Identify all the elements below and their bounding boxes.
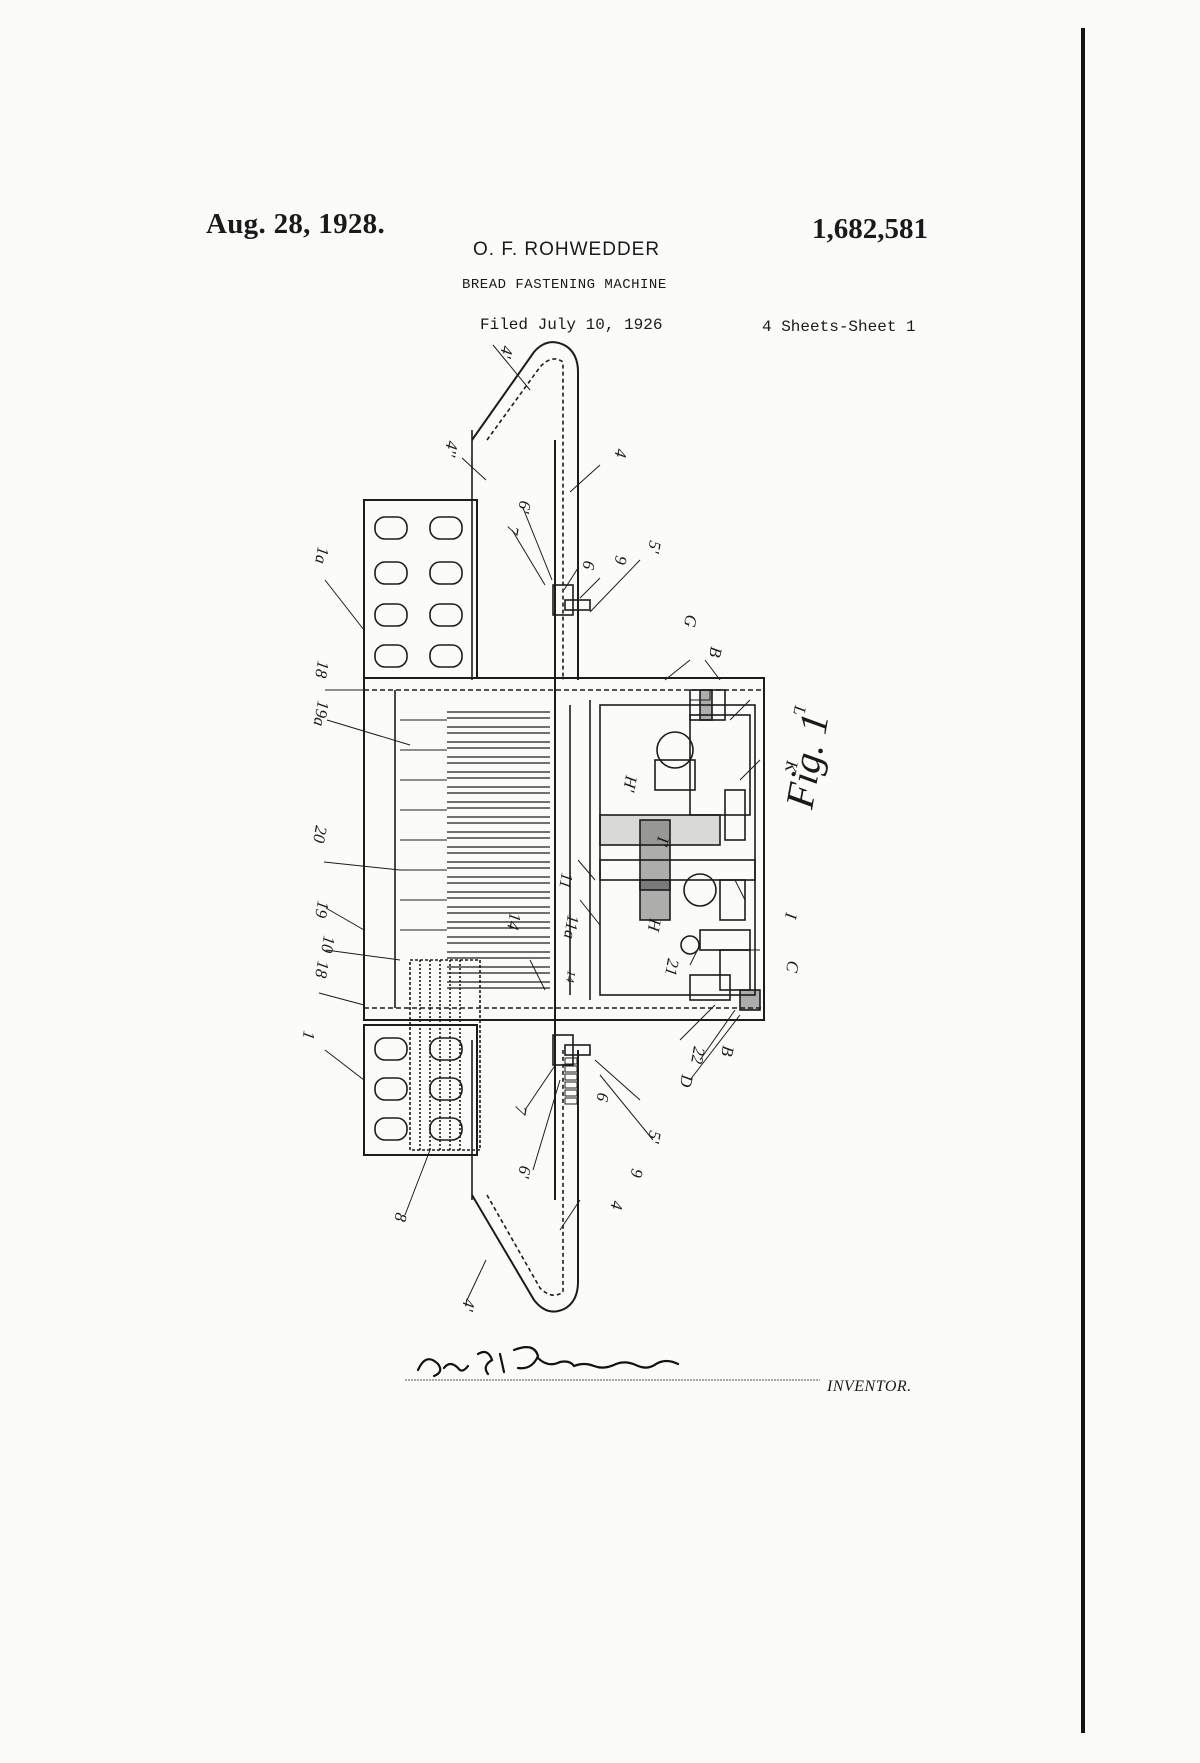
ref-11: 11 — [555, 871, 576, 890]
ref-C: C — [782, 959, 803, 974]
ref-1a: 1a — [311, 545, 333, 565]
ref-6-prime-bottom: 6' — [514, 1164, 535, 1180]
ref-9-top: 9 — [610, 554, 630, 566]
ref-18-bottom: 18 — [311, 959, 333, 980]
inventor-signature — [416, 1345, 680, 1378]
ref-20: 20 — [309, 824, 331, 845]
ref-4-double-prime: 4'' — [440, 439, 462, 458]
ref-B-top: B — [705, 645, 726, 659]
ref-9-bottom: 9 — [626, 1167, 646, 1179]
ref-D: D — [676, 1072, 697, 1089]
inventor-label: INVENTOR. — [827, 1378, 912, 1395]
ref-7-top: 7 — [502, 524, 522, 537]
ref-H: H — [644, 916, 665, 934]
ref-6-top: 6 — [578, 559, 598, 571]
ref-B-bottom: B — [717, 1044, 738, 1058]
ref-4-prime-top: 4' — [496, 344, 517, 360]
blade-bank — [447, 711, 550, 989]
main-frame — [363, 677, 765, 1021]
ref-19: 19 — [311, 899, 333, 920]
scan-edge-rule — [1081, 28, 1085, 1733]
ref-4-bottom: 4 — [606, 1199, 626, 1211]
ref-G: G — [680, 613, 701, 628]
ref-5-prime-top: 5' — [644, 539, 665, 555]
chain — [564, 689, 711, 1105]
ref-1: 1 — [299, 1029, 319, 1041]
ref-10: 10 — [317, 934, 339, 955]
sheet-number: 4 Sheets-Sheet 1 — [762, 318, 916, 336]
ref-4-prime-bottom: 4' — [458, 1297, 479, 1313]
ref-14-mid: 14 — [503, 911, 525, 932]
ref-6-prime-top: 6' — [514, 499, 535, 515]
inventor-name: O. F. ROHWEDDER — [473, 239, 661, 260]
ref-4-top: 4 — [610, 447, 630, 459]
ref-11a: 11a — [560, 913, 583, 940]
ref-6-bottom: 6 — [592, 1091, 612, 1103]
drive-housing — [554, 677, 765, 1021]
patent-title: BREAD FASTENING MACHINE — [462, 277, 667, 293]
ref-8: 8 — [390, 1211, 410, 1223]
patent-number: 1,682,581 — [812, 213, 928, 245]
ref-L: L — [789, 703, 810, 717]
ref-5-prime-bottom: 5' — [644, 1129, 665, 1145]
ref-22: 22 — [687, 1045, 709, 1066]
ref-H-prime: H' — [619, 773, 641, 793]
ref-I-prime: I' — [652, 834, 673, 848]
upper-rack — [363, 499, 478, 679]
ref-18-top: 18 — [311, 659, 333, 680]
ref-7-bottom: 7 — [510, 1104, 530, 1117]
ref-I: I — [781, 910, 801, 921]
filing-date: Filed July 10, 1926 — [480, 316, 663, 334]
ref-14-low: 14 — [563, 969, 579, 983]
top-conveyor-arm — [471, 341, 579, 680]
ref-19a: 19a — [310, 699, 333, 727]
bottom-conveyor-arm — [471, 1050, 579, 1313]
ref-21: 21 — [661, 957, 683, 977]
figure-label: Fig. 1 — [776, 710, 837, 813]
patent-date: Aug. 28, 1928. — [206, 208, 386, 240]
ref-K: K — [781, 758, 802, 775]
